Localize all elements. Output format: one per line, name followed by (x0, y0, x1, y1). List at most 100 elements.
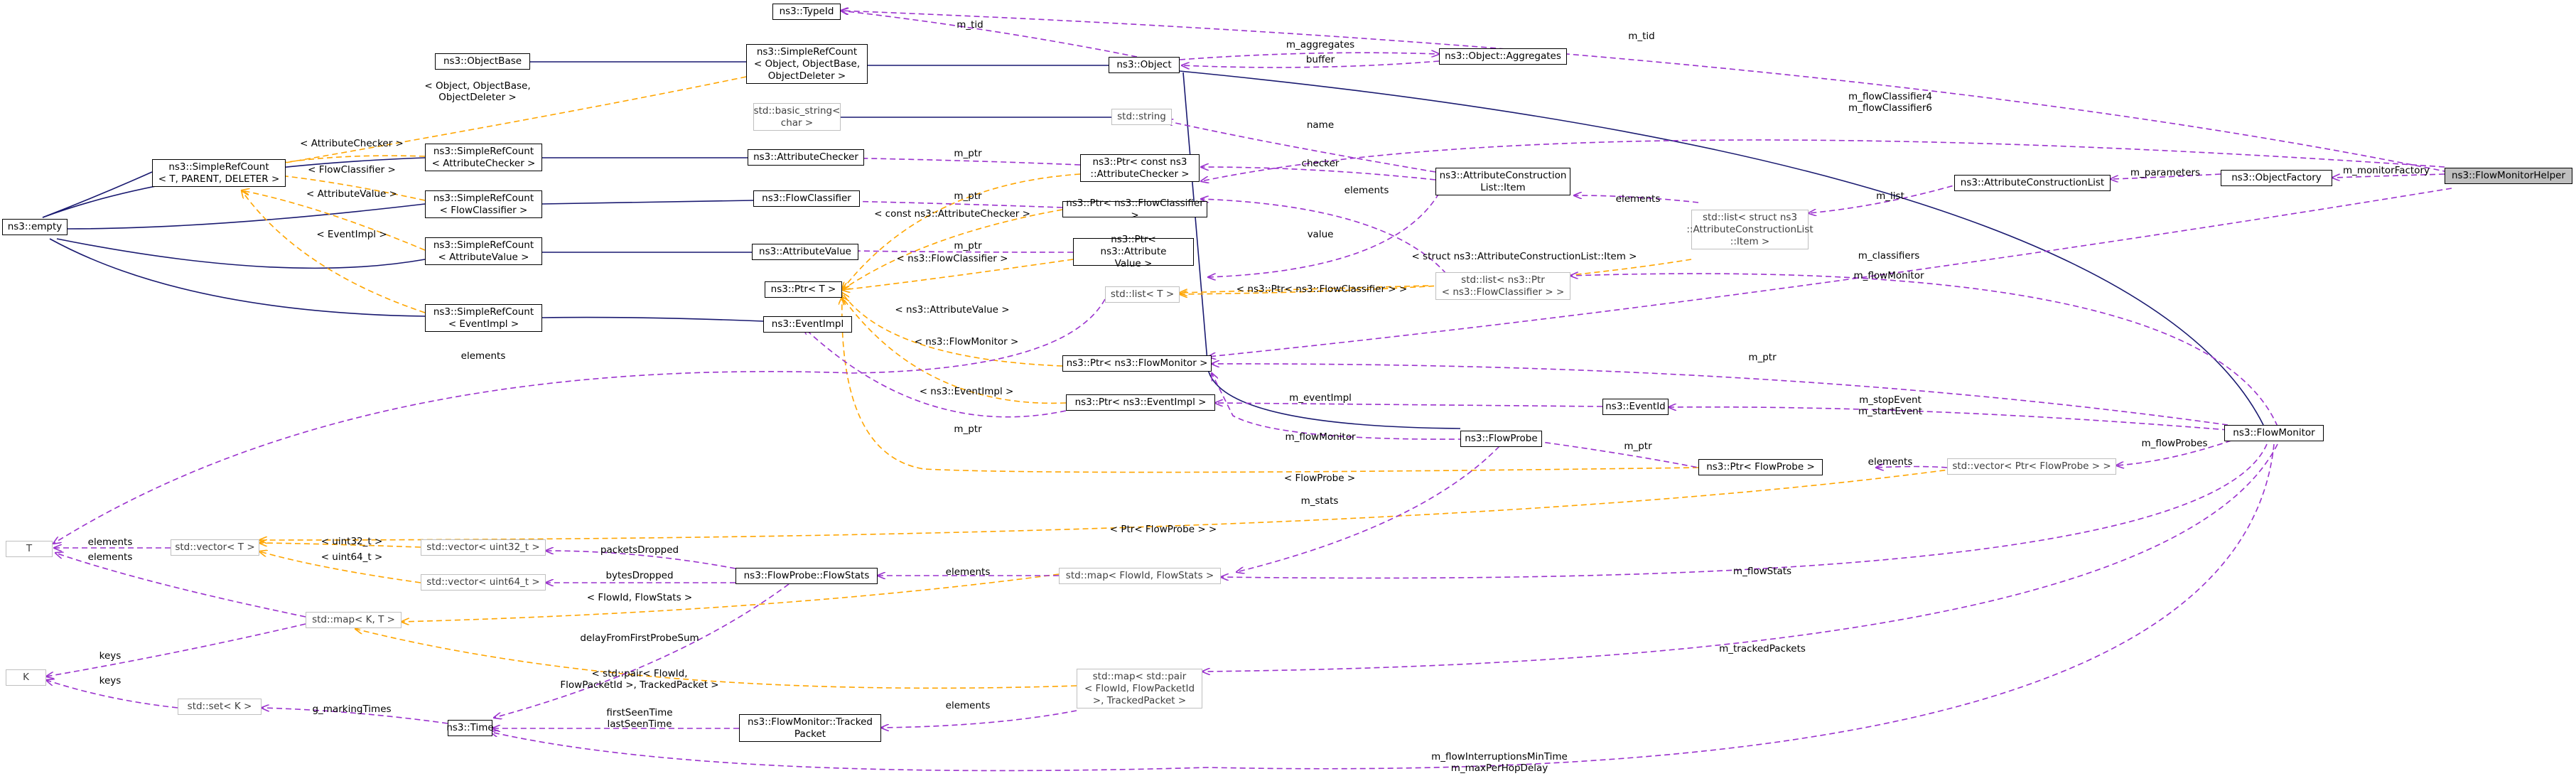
label-delayfromfirst: delayFromFirstProbeSum (580, 632, 699, 644)
use-flowmonitor-time (490, 443, 2275, 772)
use-helper-flowmonitor (1208, 188, 2452, 357)
node-ptr-attrchecker[interactable]: ns3::Ptr< const ns3 ::AttributeChecker > (1080, 154, 1200, 182)
label-tpl-u64: < uint64_t > (320, 551, 383, 563)
label-tpl-flowmonitor: < ns3::FlowMonitor > (914, 336, 1019, 347)
label-m-flowstats: m_flowStats (1732, 566, 1792, 577)
node-vector-u32[interactable]: std::vector< uint32_t > (421, 539, 546, 556)
node-simplerefcount-flowclassifier[interactable]: ns3::SimpleRefCount < FlowClassifier > (425, 190, 542, 218)
label-keys-map: keys (99, 650, 122, 662)
node-flowmonitorhelper[interactable]: ns3::FlowMonitorHelper (2445, 168, 2572, 184)
node-simplerefcount-eventimpl[interactable]: ns3::SimpleRefCount < EventImpl > (425, 304, 542, 332)
node-T[interactable]: T (6, 541, 53, 557)
node-ptr-t[interactable]: ns3::Ptr< T > (765, 281, 842, 298)
label-checker: checker (1301, 158, 1340, 169)
node-vector-t[interactable]: std::vector< T > (171, 539, 259, 556)
node-time[interactable]: ns3::Time (446, 720, 494, 736)
use-flowmonitor-stats (1221, 443, 2268, 578)
label-elements-list: elements (1344, 185, 1389, 196)
node-eventimpl[interactable]: ns3::EventImpl (763, 316, 852, 333)
node-ptr-flowmonitor[interactable]: ns3::Ptr< ns3::FlowMonitor > (1062, 355, 1212, 372)
node-objectfactory[interactable]: ns3::ObjectFactory (2221, 170, 2332, 186)
node-object[interactable]: ns3::Object (1109, 57, 1180, 73)
tpl-eventimpl (242, 190, 426, 313)
node-objectbase[interactable]: ns3::ObjectBase (435, 53, 530, 70)
label-m-ptr-monitor: m_ptr (1748, 352, 1777, 363)
node-flowstats[interactable]: ns3::FlowProbe::FlowStats (735, 568, 878, 584)
label-buffer: buffer (1305, 54, 1335, 65)
label-m-tid-top: m_tid (956, 19, 983, 31)
edge-srcevt-to-empty (49, 238, 426, 317)
node-list-ptr-flowclassifier[interactable]: std::list< ns3::Ptr < ns3::FlowClassifie… (1435, 272, 1570, 300)
use-flowmonitor-probes (2116, 440, 2232, 465)
node-simplerefcount-generic[interactable]: ns3::SimpleRefCount < T, PARENT, DELETER… (152, 159, 286, 187)
node-K[interactable]: K (6, 669, 46, 686)
use-map-K (46, 623, 306, 677)
label-m-list: m_list (1876, 190, 1904, 202)
label-elements-probe: elements (1868, 456, 1913, 468)
node-flowmonitor[interactable]: ns3::FlowMonitor (2224, 425, 2324, 441)
label-tpl-ptr-flowprobe: < Ptr< FlowProbe > > (1109, 524, 1217, 535)
tpl-ptr-monitor (842, 293, 1063, 367)
node-empty[interactable]: ns3::empty (2, 219, 68, 235)
node-attrconstructionlist[interactable]: ns3::AttributeConstructionList (1954, 175, 2111, 191)
node-attributechecker[interactable]: ns3::AttributeChecker (748, 149, 864, 166)
node-map-pair[interactable]: std::map< std::pair < FlowId, FlowPacket… (1077, 669, 1202, 708)
node-ptr-flowprobe[interactable]: ns3::Ptr< FlowProbe > (1698, 459, 1823, 475)
node-ptr-flowclassifier[interactable]: ns3::Ptr< ns3::FlowClassifier > (1062, 198, 1207, 221)
use-aggregates-object (1182, 60, 1440, 68)
node-basic-string[interactable]: std::basic_string< char > (753, 103, 841, 131)
edge-srcfc-to-empty (67, 203, 426, 230)
label-elements-T: elements (460, 350, 506, 362)
use-helper-fc (1201, 139, 2445, 181)
node-typeid[interactable]: ns3::TypeId (772, 4, 841, 20)
node-simplerefcount-object[interactable]: ns3::SimpleRefCount < Object, ObjectBase… (746, 44, 868, 84)
tpl-ptr-value (842, 259, 1074, 290)
label-name: name (1306, 119, 1335, 131)
node-eventid[interactable]: ns3::EventId (1602, 399, 1669, 415)
label-m-ptr-eventimpl: m_ptr (954, 424, 982, 435)
use-ptrfp-flowprobe (1531, 441, 1706, 470)
use-flowmonitor-ptr (1212, 364, 2229, 426)
node-ptr-attrvalue[interactable]: ns3::Ptr< ns3::Attribute Value > (1073, 234, 1194, 269)
node-std-string[interactable]: std::string (1111, 109, 1172, 125)
use-helper-factory (2332, 173, 2445, 178)
label-g-markingtimes: g_markingTimes (312, 704, 392, 715)
node-aggregates[interactable]: ns3::Object::Aggregates (1439, 48, 1567, 65)
node-vector-ptr-flowprobe[interactable]: std::vector< Ptr< FlowProbe > > (1947, 458, 2116, 475)
label-elements-map: elements (945, 566, 991, 578)
node-set-k[interactable]: std::set< K > (178, 699, 262, 715)
node-simplerefcount-attrvalue[interactable]: ns3::SimpleRefCount < AttributeValue > (425, 237, 542, 265)
node-simplerefcount-attrchecker[interactable]: ns3::SimpleRefCount < AttributeChecker > (425, 144, 542, 171)
tpl-ptr-flowprobe (842, 297, 1699, 473)
label-tpl-flowid: < FlowId, FlowStats > (586, 592, 693, 603)
use-helper-typeid (841, 11, 2449, 173)
label-elements-vector: elements (87, 537, 133, 548)
use-time-set (262, 708, 448, 724)
label-elements-map-t: elements (87, 551, 133, 563)
node-flowclassifier[interactable]: ns3::FlowClassifier (753, 190, 860, 207)
node-trackedpacket[interactable]: ns3::FlowMonitor::Tracked Packet (739, 714, 881, 742)
tpl-ptr-fc (842, 209, 1063, 290)
use-eventid-ptr (1215, 403, 1603, 407)
tpl-list-ptrfc (1180, 285, 1429, 293)
label-tpl-flowclassifier: < FlowClassifier > (308, 164, 396, 176)
node-list-t[interactable]: std::list< T > (1105, 286, 1180, 303)
label-tpl-fc: < ns3::FlowClassifier > (896, 253, 1008, 264)
use-list-T (53, 298, 1106, 544)
label-m-ptr-fc: m_ptr (954, 190, 982, 202)
node-map-flowstats[interactable]: std::map< FlowId, FlowStats > (1059, 568, 1221, 584)
node-list-acl-item[interactable]: std::list< struct ns3 ::AttributeConstru… (1686, 210, 1814, 249)
node-attributevalue[interactable]: ns3::AttributeValue (752, 244, 858, 260)
label-m-trackedpackets: m_trackedPackets (1719, 643, 1806, 654)
node-flowprobe[interactable]: ns3::FlowProbe (1460, 431, 1542, 447)
label-tpl-attrvalue: < AttributeValue > (306, 188, 397, 200)
label-tpl-struct-item: < struct ns3::AttributeConstructionList:… (1411, 251, 1637, 262)
label-m-monitorfactory: m_monitorFactory (2342, 165, 2430, 176)
tpl-ptr-checker (842, 173, 1081, 290)
node-attrconstructionlist-item[interactable]: ns3::AttributeConstruction List::Item (1435, 168, 1570, 195)
node-map-kt[interactable]: std::map< K, T > (306, 612, 402, 628)
node-ptr-eventimpl[interactable]: ns3::Ptr< ns3::EventImpl > (1066, 394, 1215, 411)
node-vector-u64[interactable]: std::vector< uint64_t > (421, 574, 546, 591)
